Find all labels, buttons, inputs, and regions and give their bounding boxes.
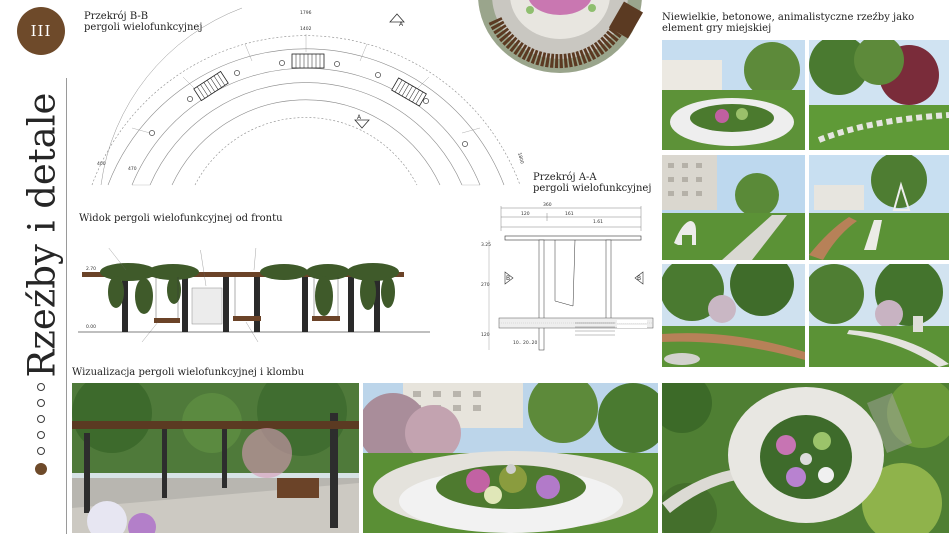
front-view-title: Widok pergoli wielofunkcyjnej od frontu (79, 213, 283, 224)
sculpture-photo-4-deer[interactable] (809, 155, 949, 260)
svg-text:270: 270 (481, 282, 490, 288)
section-bb-title: Przekrój B-B (84, 11, 149, 22)
svg-text:3.25: 3.25 (481, 242, 491, 248)
pagination-dots (33, 383, 49, 483)
page-dot-active[interactable] (35, 463, 47, 475)
sculpture-photo-5[interactable] (662, 264, 805, 367)
sculpture-photo-6[interactable] (809, 264, 949, 367)
svg-text:120: 120 (521, 211, 530, 217)
page-dot[interactable] (37, 415, 45, 423)
svg-text:1800: 1800 (516, 152, 525, 165)
svg-text:1.61: 1.61 (593, 219, 603, 225)
section-aa-title: Przekrój A-A (533, 172, 597, 183)
svg-text:161: 161 (565, 211, 574, 217)
section-marker-a: A (399, 21, 404, 28)
pergola-arc-plan: 1796 1402 400 470 A A 1800 (91, 7, 525, 186)
svg-text:400: 400 (97, 161, 106, 167)
section-bb-label: Przekrój B-B pergoli wielofunkcyjnej (84, 11, 202, 33)
section-aa-subtitle: pergoli wielofunkcyjnej (533, 183, 652, 194)
svg-text:470: 470 (128, 166, 137, 172)
visualization-title: Wizualizacja pergoli wielofunkcyjnej i k… (72, 367, 305, 378)
aerial-circular-pergola (478, 0, 644, 73)
pergola-visualization-photo[interactable] (72, 383, 359, 533)
section-title-text: Rzeźby i detale (20, 92, 64, 378)
sculptures-title: Niewielkie, betonowe, animalistyczne rze… (662, 12, 915, 34)
section-aa-label: Przekrój A-A pergoli wielofunkcyjnej (533, 172, 651, 194)
section-number-badge: III (17, 7, 65, 55)
divider-line (66, 78, 67, 534)
aerial-flowerbed-photo[interactable] (662, 383, 949, 533)
svg-text:120: 120 (481, 332, 490, 338)
section-marker-a: A (357, 114, 362, 121)
svg-text:1796: 1796 (300, 10, 312, 16)
flowerbed-visualization-photo[interactable] (363, 383, 658, 533)
svg-text:0.00: 0.00 (86, 324, 96, 330)
svg-text:360: 360 (543, 202, 552, 208)
svg-text:2.70: 2.70 (86, 266, 96, 272)
page-dot[interactable] (37, 431, 45, 439)
section-title-vertical: Rzeźby i detale (16, 90, 68, 380)
section-bb-subtitle: pergoli wielofunkcyjnej (84, 22, 203, 33)
svg-text:1402: 1402 (300, 26, 312, 32)
svg-text:10.. 20..20: 10.. 20..20 (513, 340, 537, 346)
pergola-front-elevation: 0.00 2.70 (78, 238, 430, 356)
sculpture-photo-2[interactable] (809, 40, 949, 150)
page-dot[interactable] (37, 383, 45, 391)
sculpture-photo-3-dog[interactable] (662, 155, 805, 260)
section-marker-b: B (637, 275, 641, 282)
section-marker-b: B (506, 275, 510, 282)
page-dot[interactable] (37, 399, 45, 407)
sculpture-photo-1[interactable] (662, 40, 805, 150)
page-dot[interactable] (37, 447, 45, 455)
